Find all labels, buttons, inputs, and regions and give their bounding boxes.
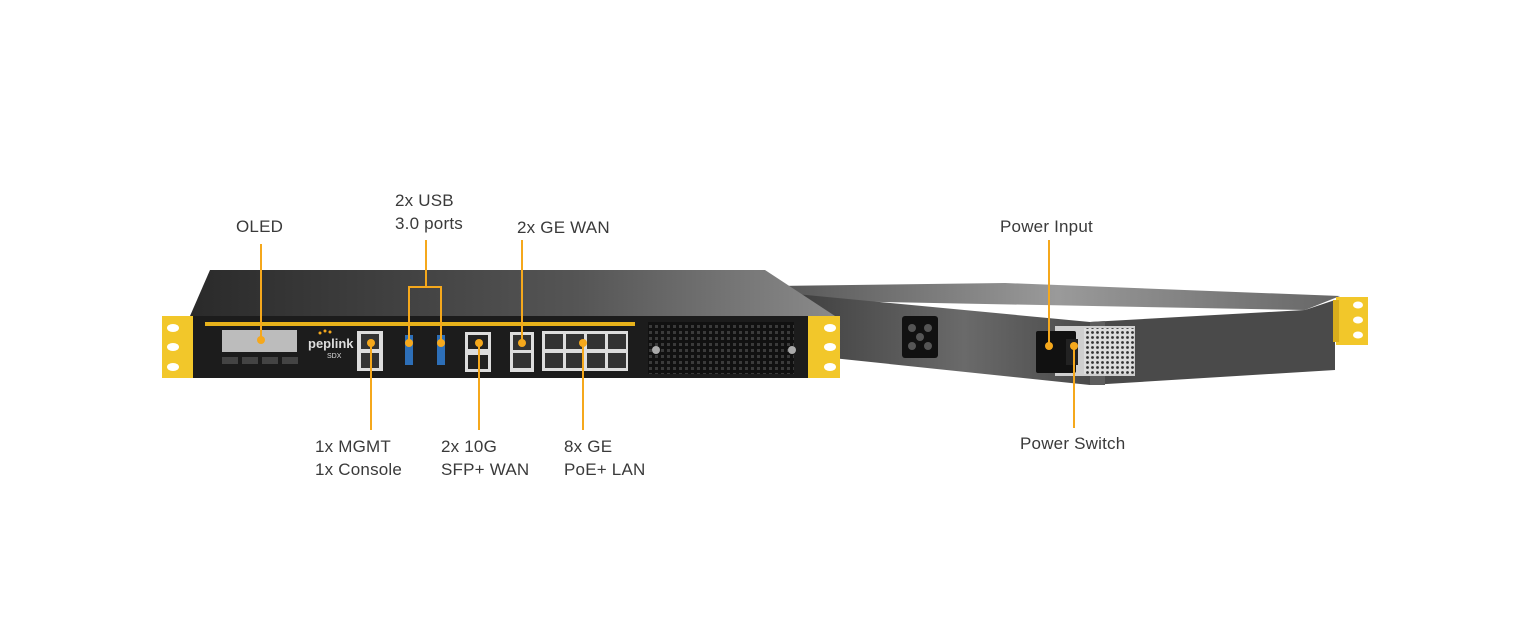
rear-device	[775, 283, 1368, 385]
label-mgmt-line1: 1x MGMT	[315, 437, 392, 456]
logo: peplink SDX	[308, 329, 354, 360]
label-sfp: 2x 10G SFP+ WAN	[441, 435, 529, 481]
label-lan: 8x GE PoE+ LAN	[564, 435, 645, 481]
label-usb-line1: 2x USB	[395, 191, 454, 210]
label-usb-line2: 3.0 ports	[395, 214, 463, 233]
callout-dots	[257, 336, 1078, 350]
callout-lines	[260, 240, 1075, 430]
svg-text:SDX: SDX	[327, 353, 342, 360]
label-oled: OLED	[236, 217, 284, 236]
label-mgmt-line2: 1x Console	[315, 460, 403, 479]
rack-ear-right	[808, 316, 840, 378]
label-sfp-line2: SFP+ WAN	[441, 460, 530, 479]
usb-port	[437, 335, 445, 365]
usb-port	[405, 335, 413, 365]
svg-text:peplink: peplink	[308, 336, 354, 351]
fan-grille	[902, 316, 938, 358]
label-sfp-line1: 2x 10G	[441, 437, 498, 456]
label-lan-line2: PoE+ LAN	[564, 460, 646, 479]
label-power-switch: Power Switch	[1020, 434, 1126, 453]
label-power-input: Power Input	[1000, 217, 1093, 236]
front-device: peplink SDX	[162, 270, 840, 378]
label-mgmt: 1x MGMT 1x Console	[315, 435, 402, 481]
rack-ear-rear	[1333, 297, 1368, 345]
rack-ear-left	[162, 316, 193, 378]
label-lan-line1: 8x GE	[564, 437, 613, 456]
label-ge-wan: 2x GE WAN	[517, 218, 610, 237]
label-usb: 2x USB 3.0 ports	[395, 189, 463, 235]
